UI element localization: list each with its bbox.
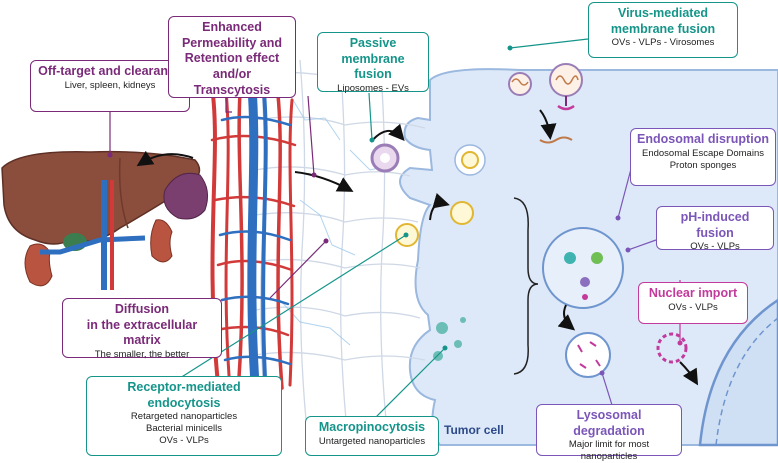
epr-transcytosis-label: Enhanced Permeability and Retention effe…: [168, 16, 296, 98]
macropinocytosis-label: Macropinocytosis Untargeted nanoparticle…: [305, 416, 439, 456]
ecm-diffusion-label: Diffusion in the extracellular matrix Th…: [62, 298, 222, 360]
passive-membrane-fusion-label: Passive membrane fusion Liposomes - EVs: [317, 32, 429, 94]
endosomal-disruption-label: Endosomal disruption Endosomal Escape Do…: [630, 128, 776, 186]
liposome-icon: [370, 143, 400, 173]
lysosomal-degradation-label: Lysosomal degradation Major limit for mo…: [536, 404, 682, 462]
dna-icon: [656, 332, 688, 364]
ph-induced-fusion-label: pH-induced fusion OVs - VLPs: [656, 206, 774, 252]
virus-mediated-fusion-label: Virus-mediated membrane fusion OVs - VLP…: [588, 2, 738, 58]
blood-vessels-icon: [210, 83, 297, 405]
virus-icon: [508, 63, 583, 144]
spleen-icon: [163, 172, 209, 220]
offtarget-clearance-label: Off-target and clearance Liver, spleen, …: [30, 60, 190, 112]
lysosome-icon: [565, 332, 611, 378]
nuclear-import-label: Nuclear import OVs - VLPs: [638, 282, 748, 324]
tumor-cell-label: Tumor cell: [444, 423, 504, 437]
receptor-endocytosis-label: Receptor-mediated endocytosis Retargeted…: [86, 376, 282, 456]
kidney-icon: [24, 180, 173, 290]
